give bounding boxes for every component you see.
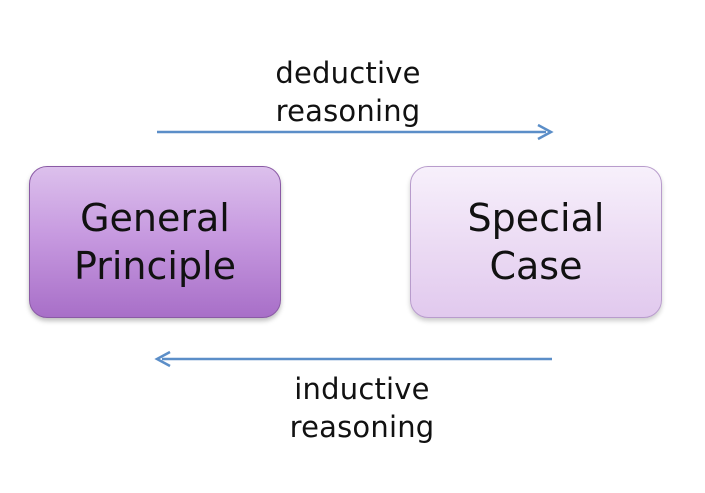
- general-principle-box: General Principle: [29, 166, 281, 318]
- deductive-arrow: [157, 123, 554, 141]
- deductive-label-line-2: reasoning: [275, 94, 421, 128]
- general-principle-text: General Principle: [74, 194, 236, 290]
- deductive-label-line-1: deductive: [275, 56, 421, 90]
- deductive-reasoning-label: deductive reasoning: [238, 54, 458, 130]
- inductive-reasoning-label: inductive reasoning: [252, 370, 472, 446]
- special-case-box: Special Case: [410, 166, 662, 318]
- special-case-text: Special Case: [468, 194, 605, 290]
- inductive-label-line-2: reasoning: [289, 410, 435, 444]
- special-case-line-1: Special: [467, 196, 605, 240]
- inductive-label-line-1: inductive: [294, 372, 430, 406]
- special-case-line-2: Case: [489, 244, 583, 288]
- inductive-arrow: [154, 350, 552, 368]
- general-principle-line-2: Principle: [73, 244, 237, 288]
- general-principle-line-1: General: [80, 196, 230, 240]
